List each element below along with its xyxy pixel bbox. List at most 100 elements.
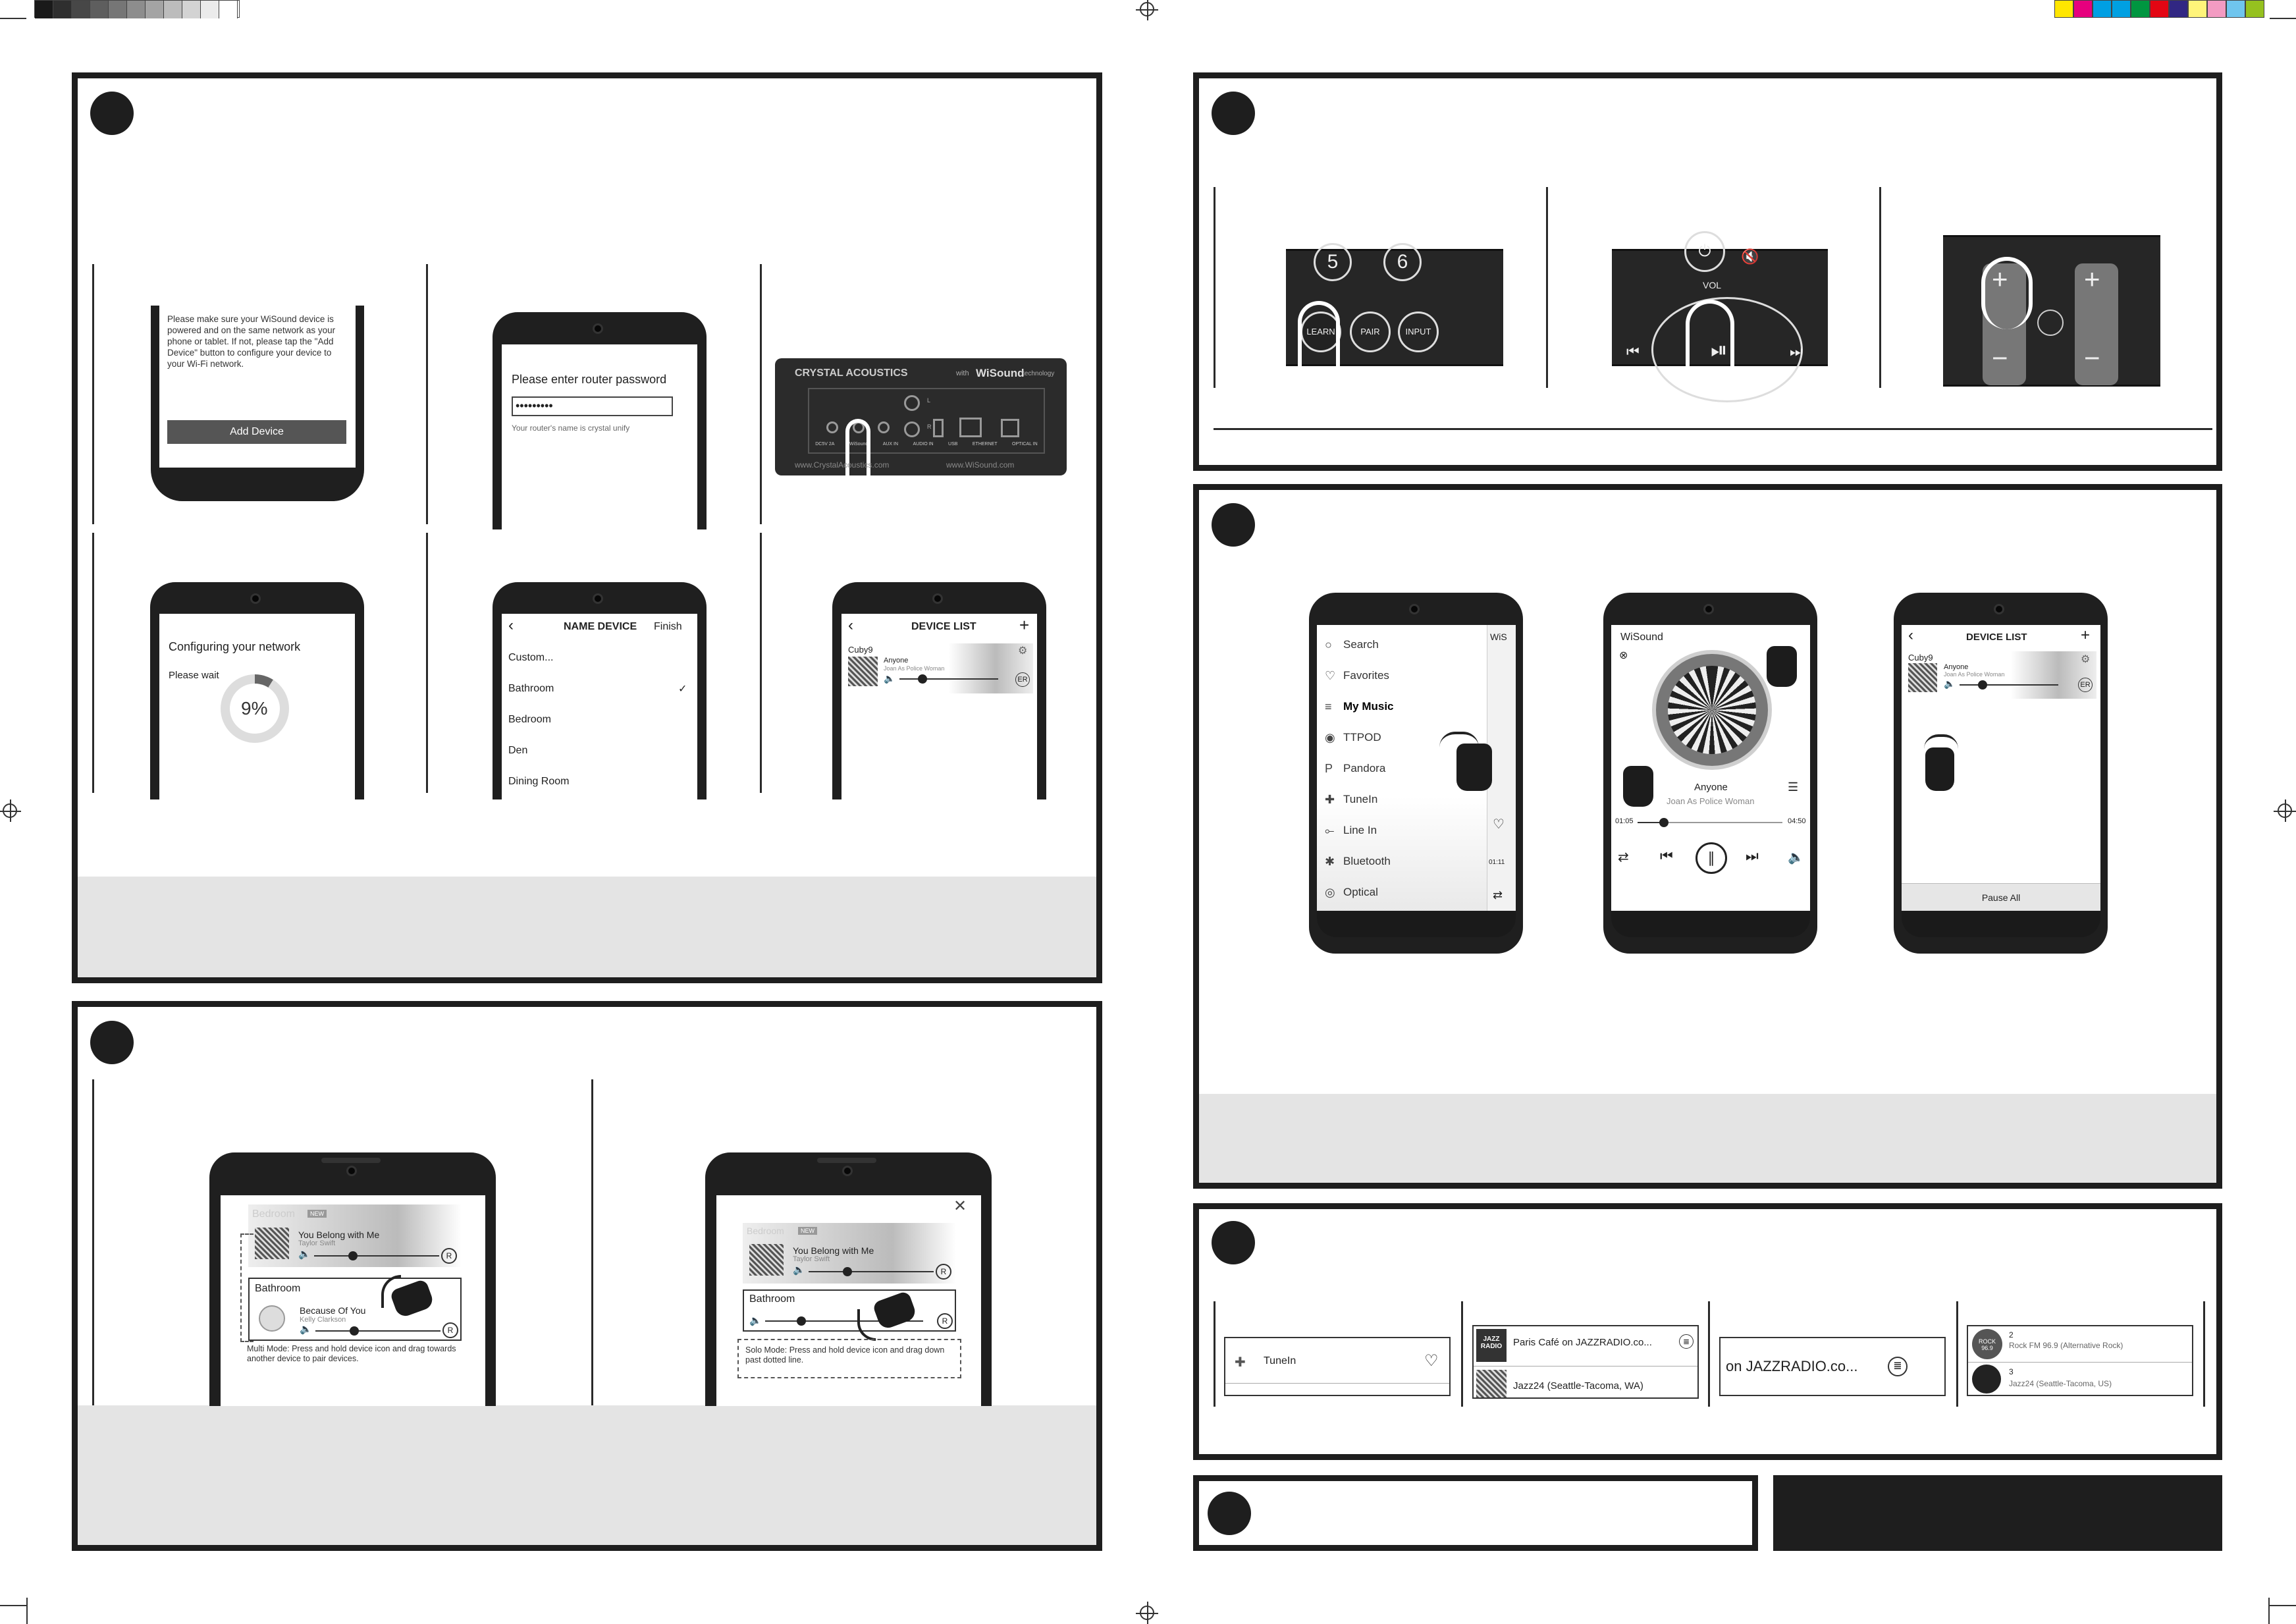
volume-knob[interactable] [797,1316,806,1326]
heart-icon[interactable]: ♡ [1493,817,1505,832]
volume-knob[interactable] [348,1251,358,1260]
song-title: You Belong with Me [298,1230,380,1240]
pause-button[interactable]: ∥ [1695,842,1727,874]
previous-icon[interactable]: ⏮ [1660,848,1673,864]
finish-button[interactable]: Finish [654,621,682,632]
menu-item-tunein[interactable]: ✚TuneIn [1325,793,1483,813]
volume-bar[interactable] [314,1255,439,1257]
url-label: www.CrystalAcoustics.com [795,460,890,470]
phone-configuring: Configuring your network Please wait 9% [150,582,364,799]
key-5[interactable]: 5 [1314,243,1352,281]
menu-item-optical[interactable]: ◎Optical [1325,886,1483,906]
back-icon[interactable]: ‹ [1908,626,1913,644]
room-option[interactable]: Bathroom [508,683,554,694]
room-option[interactable]: Bedroom [508,714,551,725]
menu-item-bluetooth[interactable]: ✱Bluetooth [1325,855,1483,875]
add-device-button[interactable]: Add Device [167,420,346,444]
menu-item-line-in[interactable]: ⟜Line In [1325,824,1483,844]
registration-mark-right [2274,799,2296,822]
menu-label: TTPOD [1343,731,1381,744]
volume-bar[interactable] [809,1271,934,1272]
favorite-heart-icon[interactable]: ♡ [1424,1352,1439,1370]
progress-track[interactable] [1638,822,1782,823]
device-card-bathroom[interactable]: Bathroom Because Of You Kelly Clarkson 🔈… [248,1275,462,1341]
plus-key[interactable]: + [2084,263,2100,294]
add-icon[interactable]: + [1019,615,1030,635]
volume-bar[interactable] [765,1320,923,1322]
device-badge[interactable]: ER [1015,672,1030,687]
phone-multi-mode: Bedroom NEW You Belong with Me Taylor Sw… [209,1152,496,1406]
repeat-icon[interactable]: ⇄ [1618,850,1629,865]
preset-badge[interactable]: ≣ [1888,1357,1908,1376]
settings-icon[interactable]: ⚙ [2081,654,2091,665]
gray-swatch [219,1,238,18]
device-card-bedroom[interactable]: Bedroom NEW You Belong with Me Taylor Sw… [743,1223,956,1284]
speaker-icon[interactable]: 🔈 [1788,850,1804,865]
mute-icon[interactable]: 🔇 [1741,248,1759,265]
preset-badge[interactable]: ≣ [1679,1334,1694,1349]
settings-icon[interactable]: ⚙ [1018,645,1028,657]
volume-knob[interactable] [843,1267,852,1276]
repeat-icon[interactable]: ⇄ [1493,888,1503,902]
preset-station[interactable]: Rock FM 96.9 (Alternative Rock) [2009,1341,2123,1350]
vol-label: VOL [1703,280,1722,290]
next-icon[interactable]: ⏭ [1746,848,1759,864]
room-option[interactable]: Custom... [508,652,554,663]
minus-key[interactable]: − [1992,342,2008,373]
room-option[interactable]: Den [508,745,528,756]
queue-icon[interactable]: ☰ [1788,780,1799,794]
pause-all-button[interactable]: Pause All [1902,883,2100,911]
back-icon[interactable]: ‹ [508,616,514,634]
menu-item-favorites[interactable]: ♡Favorites [1325,669,1483,689]
station-name[interactable]: Jazz24 (Seattle-Tacoma, WA) [1513,1380,1643,1392]
input-button[interactable]: INPUT [1398,311,1439,352]
volume-bar[interactable] [315,1330,441,1332]
menu-item-my-music[interactable]: ≡My Music [1325,700,1483,720]
volume-knob[interactable] [1978,680,1987,690]
album-art [259,1305,285,1332]
port-hole [904,421,920,437]
device-icon[interactable]: ⊗ [1619,650,1628,661]
port-row [808,388,1045,454]
key-6[interactable]: 6 [1383,243,1422,281]
volume-knob[interactable] [350,1326,359,1336]
preset-station[interactable]: Jazz24 (Seattle-Tacoma, US) [2009,1379,2112,1388]
right-rocker[interactable] [2075,263,2118,385]
room-option[interactable]: Dining Room [508,776,570,787]
volume-bar[interactable] [899,678,998,680]
add-icon[interactable]: + [2081,626,2091,644]
password-title: Please enter router password [512,373,667,386]
drag-hand-icon [872,1290,918,1331]
device-badge[interactable]: R [937,1313,953,1329]
menu-item-search[interactable]: ○Search [1325,638,1483,658]
device-card-bedroom[interactable]: Bedroom NEW You Belong with Me Taylor Sw… [248,1204,462,1267]
port-hole [826,421,838,433]
volume-icon: 🔈 [884,673,895,684]
volume-bar[interactable] [1960,684,2058,686]
volume-knob[interactable] [918,674,927,684]
vol-dial[interactable] [1651,297,1803,402]
divider [92,533,94,793]
device-badge[interactable]: R [936,1264,951,1280]
progress-knob[interactable] [1659,818,1669,827]
power-button[interactable]: ⏻ [1684,231,1725,272]
pair-button[interactable]: PAIR [1350,311,1391,352]
device-card-bathroom[interactable]: Bathroom 🔈 R [743,1289,956,1341]
back-icon[interactable]: ‹ [848,616,853,634]
next-track-icon[interactable]: ⏭ [1790,343,1803,360]
menu-label: TuneIn [1343,793,1378,805]
gray-swatch [90,1,109,18]
station-name[interactable]: Paris Café on JAZZRADIO.co... [1513,1337,1652,1348]
minus-key[interactable]: − [2084,342,2100,373]
menu-item-ttpod[interactable]: ◉TTPOD [1325,731,1483,751]
phone-screen: ‹ DEVICE LIST + Cuby9 Anyone Joan As Pol… [841,614,1037,799]
port-hole [959,418,982,437]
device-badge[interactable]: ER [2078,678,2093,692]
close-icon[interactable]: ✕ [953,1197,967,1215]
device-badge[interactable]: R [441,1248,457,1264]
prev-track-icon[interactable]: ⏮ [1626,343,1640,360]
password-input[interactable]: ••••••••• [512,396,673,416]
device-badge[interactable]: R [442,1322,458,1338]
menu-icon: P [1325,762,1333,775]
